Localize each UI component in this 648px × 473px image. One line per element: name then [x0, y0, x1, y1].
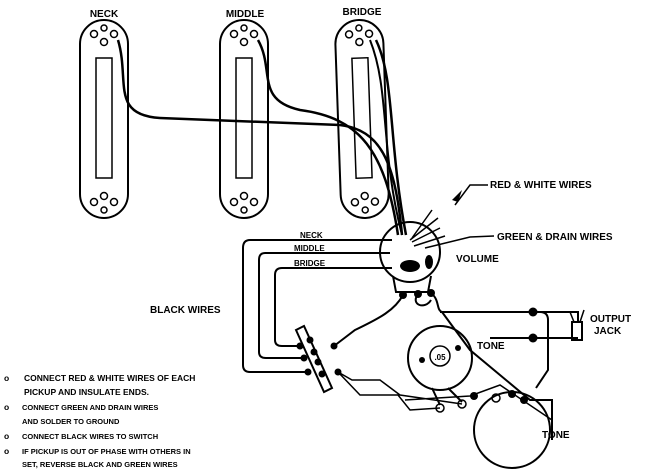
label-jack: JACK: [594, 326, 622, 337]
ground-wires: [333, 292, 579, 440]
tone-pot-2: [473, 390, 551, 469]
label-neck: NECK: [90, 9, 119, 20]
pickup-middle: [219, 19, 269, 219]
arrow-head: [452, 190, 462, 202]
tone-pot-1: [407, 325, 478, 413]
svg-text:AND SOLDER TO GROUND: AND SOLDER TO GROUND: [22, 417, 120, 426]
note-3: o CONNECT BLACK WIRES TO SWITCH: [4, 431, 158, 441]
label-middle: MIDDLE: [226, 9, 265, 20]
volume-pot: [379, 209, 446, 299]
note-1: o CONNECT RED & WHITE WIRES OF EACH PICK…: [4, 373, 195, 397]
note-4: o IF PICKUP IS OUT OF PHASE WITH OTHERS …: [4, 446, 191, 469]
svg-text:o: o: [4, 431, 9, 441]
pickup-bridge: [334, 19, 390, 219]
svg-text:CONNECT BLACK WIRES TO SWITCH: CONNECT BLACK WIRES TO SWITCH: [22, 432, 158, 441]
label-switch-neck: NECK: [300, 231, 323, 240]
pickup-neck: [79, 19, 129, 219]
output-jack: [569, 309, 585, 341]
label-output: OUTPUT: [590, 314, 631, 325]
selector-switch: [294, 324, 342, 394]
svg-text:CONNECT GREEN AND DRAIN WIRES: CONNECT GREEN AND DRAIN WIRES: [22, 403, 158, 412]
svg-text:IF PICKUP IS OUT OF PHASE WITH: IF PICKUP IS OUT OF PHASE WITH OTHERS IN: [22, 447, 191, 456]
svg-text:CONNECT RED & WHITE WIRES OF E: CONNECT RED & WHITE WIRES OF EACH: [24, 373, 195, 383]
label-black-wires: BLACK WIRES: [150, 305, 221, 316]
label-green-drain-wires: GREEN & DRAIN WIRES: [497, 232, 613, 243]
switch-leads: [242, 239, 392, 373]
red-white-arrow: [454, 184, 488, 206]
label-volume: VOLUME: [456, 254, 499, 265]
label-cap: .05: [434, 353, 446, 362]
label-switch-middle: MIDDLE: [294, 244, 325, 253]
note-2: o CONNECT GREEN AND DRAIN WIRES AND SOLD…: [4, 402, 158, 426]
label-switch-bridge: BRIDGE: [294, 259, 326, 268]
svg-text:PICKUP AND INSULATE ENDS.: PICKUP AND INSULATE ENDS.: [24, 387, 149, 397]
svg-text:o: o: [4, 373, 9, 383]
svg-text:o: o: [4, 446, 9, 456]
notes: o CONNECT RED & WHITE WIRES OF EACH PICK…: [4, 373, 195, 469]
label-bridge: BRIDGE: [343, 7, 382, 18]
green-drain-leader: [424, 235, 495, 249]
svg-text:SET, REVERSE BLACK AND GREEN W: SET, REVERSE BLACK AND GREEN WIRES: [22, 460, 178, 469]
pickup-leads: [116, 39, 408, 236]
label-tone-1: TONE: [477, 341, 505, 352]
svg-text:o: o: [4, 402, 9, 412]
label-tone-2: TONE: [542, 430, 570, 441]
label-red-white-wires: RED & WHITE WIRES: [490, 180, 592, 191]
